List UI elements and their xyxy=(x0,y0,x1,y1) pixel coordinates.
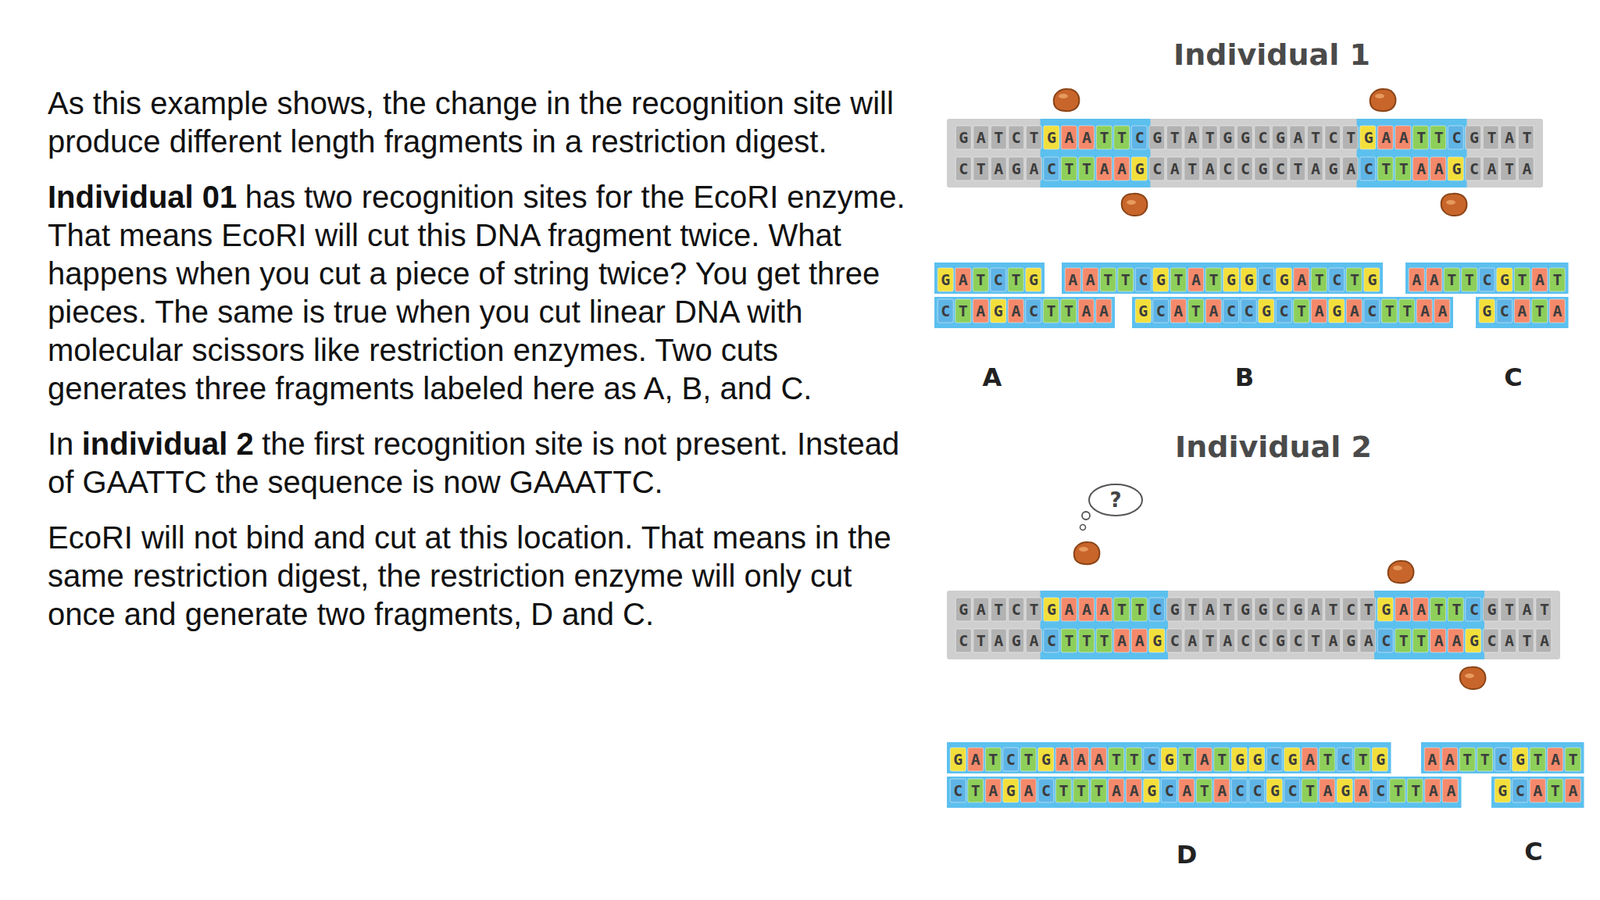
enzyme-body xyxy=(1460,667,1486,690)
dna-backbone xyxy=(946,118,1543,188)
dna-molecule: GATCTGAAATTCGTATGGCGATCTGAATTCGTAT CTAGAC… xyxy=(946,590,1561,660)
enzyme-highlight xyxy=(1078,546,1089,552)
enzyme-symbol xyxy=(1441,193,1468,216)
enzyme-body xyxy=(1074,542,1100,565)
body-text: In xyxy=(47,426,74,461)
dna-sequence: GATCTG xyxy=(940,267,1047,293)
text-column: As this example shows, the change in the… xyxy=(47,84,917,651)
dna-sequence: CTAGACTTAAGCATACCGCTAGACTTAAGCATA xyxy=(958,156,1540,182)
dna-sequence: GCATACCGCTAGACTTAA xyxy=(1138,298,1456,324)
enzyme-body xyxy=(1441,193,1468,216)
enzyme-body xyxy=(1370,89,1397,111)
thought-dot xyxy=(1080,525,1086,531)
enzyme-symbol xyxy=(1121,193,1148,216)
panel-heading: Individual 2 xyxy=(1175,429,1372,465)
enzyme-highlight xyxy=(1464,673,1475,679)
dna-sequence: AATTCGTAT xyxy=(1427,746,1586,772)
enzyme-symbol xyxy=(1370,89,1397,111)
dna-sequence: AATTCGTATGGCGATCTG xyxy=(1067,267,1386,293)
enzyme-highlight xyxy=(1446,200,1456,205)
body-text: EcoRI will not bind and cut at this loca… xyxy=(47,520,892,632)
dna-fragment: AATTCGTATGGCGATCTG GCATACCGCTAGACTTAA xyxy=(1059,260,1456,330)
body-text: As this example shows, the change in the… xyxy=(47,85,894,159)
dna-sequence: GATCTGAATTCGTATGGCGATCTGAATTCGTAT xyxy=(958,125,1540,150)
bold-term: individual 2 xyxy=(82,426,254,461)
dna-sequence: GATCTGAAATTCGTATGGCGATCTG xyxy=(953,746,1394,772)
dna-fragment: GATCTGAAATTCGTATGGCGATCTG CTAGACTTTAAGCAT… xyxy=(944,740,1465,810)
enzyme-symbol xyxy=(1388,560,1415,583)
dna-backbone xyxy=(946,590,1561,660)
dna-sequence: CTAGACTTTAAGCATACCGCTAGACTTAA xyxy=(953,778,1465,804)
fragment-label: B xyxy=(1235,362,1254,393)
fragment-label: A xyxy=(982,362,1003,393)
paragraph: EcoRI will not bind and cut at this loca… xyxy=(47,518,917,634)
dna-sequence: CTAGACTTAA xyxy=(940,298,1117,324)
enzyme-highlight xyxy=(1126,200,1136,205)
question-mark: ? xyxy=(1087,482,1144,518)
enzyme-symbol xyxy=(1053,89,1080,111)
bold-term: Individual 01 xyxy=(47,179,237,215)
dna-molecule: GATCTGAATTCGTATGGCGATCTGAATTCGTAT CTAGACT… xyxy=(946,118,1543,188)
enzyme-highlight xyxy=(1375,93,1385,99)
enzyme-body xyxy=(1053,89,1080,111)
enzyme-symbol xyxy=(1460,667,1486,690)
dna-fragment: AATTCGTAT GCATA xyxy=(1403,260,1572,330)
panel-heading: Individual 1 xyxy=(1173,37,1371,72)
dna-fragment: AATTCGTAT GCATA xyxy=(1418,740,1587,810)
dna-sequence: GATCTGAAATTCGTATGGCGATCTGAATTCGTAT xyxy=(958,596,1558,622)
enzyme-body xyxy=(1121,193,1148,216)
thought-dot xyxy=(1082,511,1090,520)
enzyme-highlight xyxy=(1058,93,1068,99)
fragment-label: D xyxy=(1176,839,1198,870)
enzyme-symbol xyxy=(1074,542,1100,565)
enzyme-highlight xyxy=(1392,565,1403,571)
paragraph: Individual 01has two recognition sites f… xyxy=(47,178,917,408)
enzyme-body xyxy=(1388,560,1415,583)
paragraph: Inindividual 2the first recognition site… xyxy=(47,425,917,502)
dna-sequence: GCATA xyxy=(1497,778,1586,804)
paragraph: As this example shows, the change in the… xyxy=(47,84,917,161)
dna-sequence: AATTCGTAT xyxy=(1411,267,1571,293)
dna-sequence: CTAGACTTTAAGCATACCGCTAGACTTAAGCATA xyxy=(958,628,1558,654)
fragment-label: C xyxy=(1524,836,1543,867)
dna-sequence: GCATA xyxy=(1482,298,1571,324)
thought-bubble: ? xyxy=(1087,482,1144,518)
fragment-label: C xyxy=(1503,362,1522,393)
